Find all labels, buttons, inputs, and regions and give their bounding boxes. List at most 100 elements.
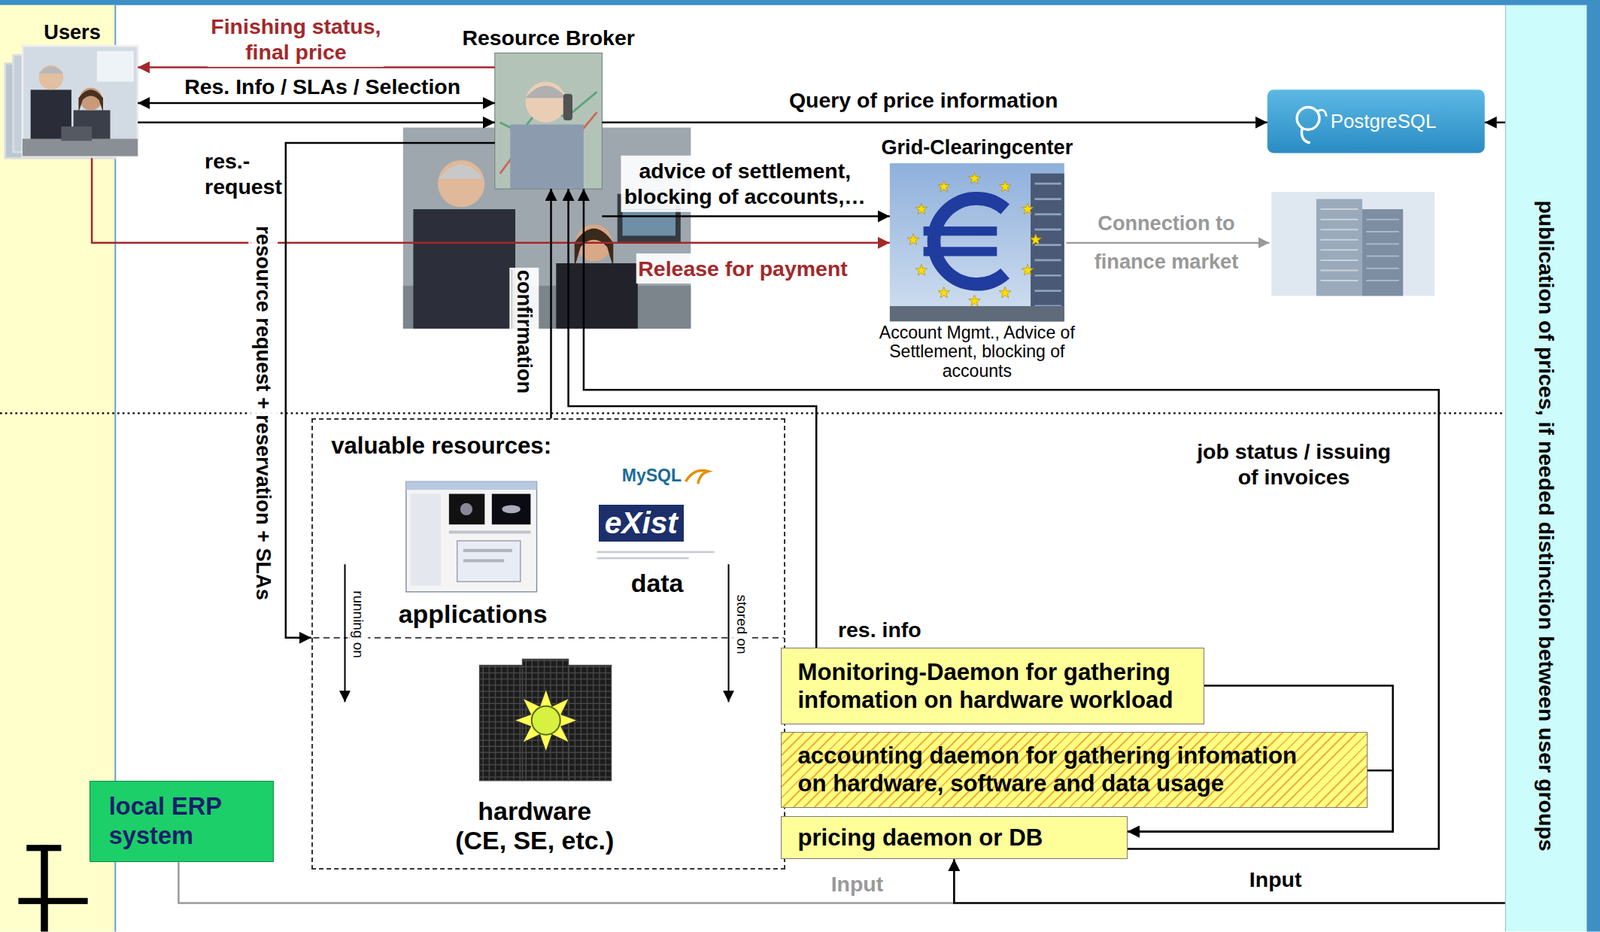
- clearing-center-photo: [889, 306, 1065, 322]
- clearing-center-photo: [998, 286, 1011, 298]
- daemon-box: Monitoring-Daemon for gathering infomati…: [780, 647, 1205, 725]
- hardware-racks: [568, 664, 612, 781]
- node-text: Monitoring-Daemon for gathering infomati…: [797, 658, 1175, 715]
- hardware-racks: [531, 706, 561, 735]
- edge-label: resource request + reservation + SLAs: [251, 226, 277, 602]
- connector-arrow: [1484, 121, 1506, 125]
- application-screenshot: [501, 504, 520, 514]
- application-screenshot: [463, 558, 504, 562]
- finance-market-building: [1316, 199, 1363, 297]
- finance-market-building: [1366, 219, 1399, 281]
- edge-label: Release for payment: [637, 255, 848, 282]
- edge-label: Input: [1249, 866, 1303, 893]
- finance-link-arrow: [1066, 242, 1270, 243]
- resource-internals: [312, 637, 784, 639]
- node-text: Grid-Clearingcenter: [880, 135, 1073, 161]
- users-photos: [39, 65, 64, 91]
- users-photos: [22, 45, 138, 157]
- hardware-racks: [479, 664, 523, 781]
- application-screenshot: [457, 540, 521, 582]
- edge-label: res.- request: [204, 147, 214, 199]
- clearing-center-photo: [968, 294, 981, 307]
- logo-mark: [40, 844, 48, 932]
- clearing-center-photo: [998, 180, 1011, 192]
- note-label: stored on: [733, 595, 751, 655]
- connector-arrow: [178, 859, 954, 903]
- database-logo-art: [1267, 89, 1485, 153]
- node-text: applications: [393, 598, 553, 630]
- node-text: Users: [43, 20, 101, 46]
- edge-label: Input: [831, 871, 884, 897]
- hardware-racks: [479, 658, 612, 781]
- connector-arrow: [137, 66, 495, 69]
- edge-label: advice of settlement, blocking of accoun…: [623, 157, 867, 210]
- resource-region: valuable resources:applicationsMySQLeXis…: [311, 418, 787, 870]
- frame: [1586, 0, 1600, 932]
- node-text: PostgreSQL: [1330, 109, 1437, 134]
- frame: [0, 412, 1506, 414]
- users-photos: [22, 138, 138, 156]
- broker-office-photo: [574, 228, 614, 268]
- broker-photo: [494, 53, 602, 189]
- connector-arrow: [549, 188, 553, 419]
- application-screenshot: [449, 494, 485, 526]
- application-screenshot: [460, 503, 473, 516]
- clearing-center-photo: [907, 233, 919, 246]
- data-logos-art: [686, 470, 709, 483]
- clearing-center-photo: [1021, 203, 1033, 215]
- database-logo: PostgreSQL: [1267, 89, 1485, 153]
- note-label: running on: [349, 590, 368, 659]
- broker-office-photo: [437, 160, 485, 207]
- clearing-center-photo: [889, 163, 1065, 322]
- daemon-box: pricing daemon or DB: [780, 816, 1128, 860]
- node-text: Resource Broker: [461, 24, 635, 51]
- hardware-racks: [514, 689, 578, 753]
- data-logos-art: [597, 551, 715, 554]
- erp-box: local ERP system: [89, 780, 274, 863]
- node-text: publication of prices, if needed distinc…: [1533, 200, 1560, 851]
- clearing-center-photo: [1029, 233, 1042, 246]
- node-text: pricing daemon or DB: [797, 823, 1043, 852]
- connector-arrow: [601, 215, 890, 218]
- user-photo: Users: [5, 45, 138, 158]
- connector-arrow: [601, 121, 1267, 125]
- edge-label: res. info: [837, 616, 922, 643]
- application-screenshot: [406, 481, 538, 490]
- clearing-center-photo: [1021, 264, 1033, 276]
- finance-market-building: [1271, 191, 1435, 296]
- application-box: applications: [393, 481, 553, 630]
- clearing-center-photo: [923, 246, 998, 256]
- application-screenshot: [463, 549, 513, 553]
- node-text: data: [593, 567, 722, 599]
- clearing-center-photo: [889, 163, 1065, 322]
- broker-photo: [494, 53, 602, 189]
- application-screenshot: [491, 494, 532, 526]
- users-photos: [60, 126, 92, 141]
- node-text: eXist: [598, 504, 685, 542]
- edge-label: Query of price information: [789, 87, 1059, 113]
- daemon-box: accounting daemon for gathering infomati…: [780, 731, 1368, 809]
- connector-arrow: [583, 188, 1440, 850]
- note-label: Connection to finance market: [1093, 203, 1239, 282]
- users-photos: [39, 66, 64, 73]
- application-screenshot: [449, 530, 532, 534]
- connector-arrow: [285, 142, 495, 638]
- connector-arrow: [137, 102, 495, 105]
- resource-internals: [312, 564, 784, 702]
- edge-label: Finishing status, final price: [209, 12, 382, 64]
- clearing-center-photo: [1034, 183, 1061, 307]
- users-photos: [5, 45, 138, 158]
- finance-link-arrow: [1066, 242, 1270, 244]
- application-screenshot: [406, 481, 538, 593]
- users-photos: [97, 51, 134, 82]
- node-text: valuable resources:: [330, 431, 552, 460]
- frame: [0, 0, 1600, 6]
- node-text: Account Mgmt., Advice of Settlement, blo…: [873, 323, 1081, 381]
- database-logo-art: [1296, 106, 1320, 130]
- finance-market-building: [1362, 209, 1403, 296]
- edge-label: Res. Info / SLAs / Selection: [184, 73, 461, 100]
- broker-office-photo: [412, 209, 516, 329]
- resource-internals: [343, 564, 346, 702]
